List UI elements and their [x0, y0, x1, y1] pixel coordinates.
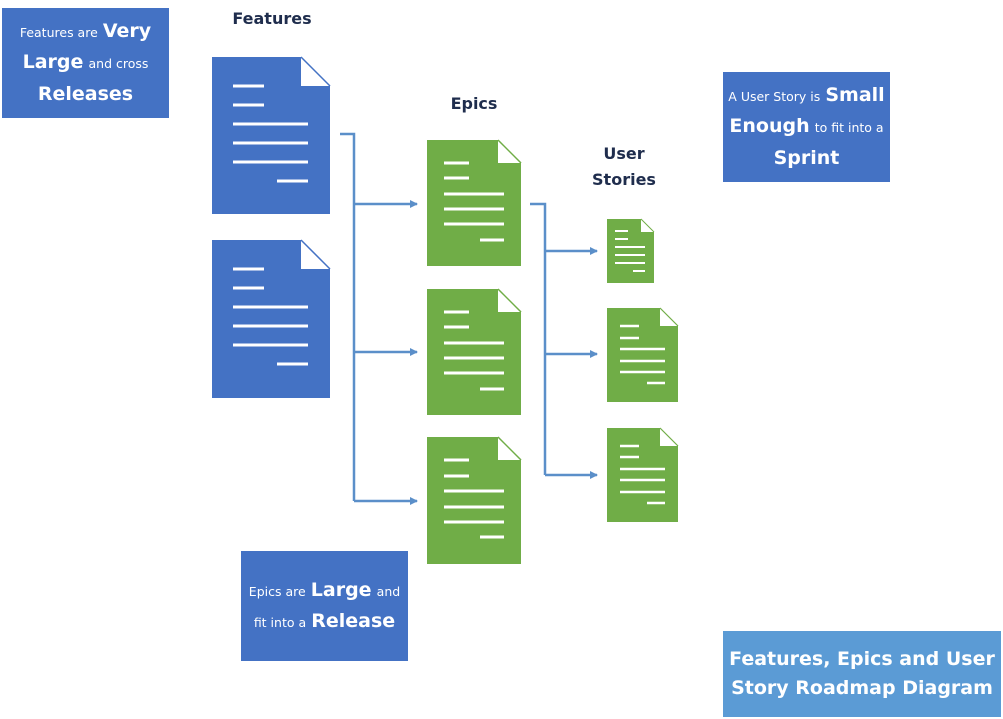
user-story-document-3	[607, 427, 679, 522]
user-story-document-2	[607, 307, 679, 402]
epic-document-3	[427, 436, 522, 564]
feature-document-2	[212, 239, 331, 398]
epics-header: Epics	[450, 94, 498, 113]
diagram-title: Features, Epics and User Story Roadmap D…	[723, 631, 1001, 717]
epic-to-story-connectors	[530, 202, 598, 479]
feature-document-1	[212, 56, 331, 214]
user-story-note: A User Story is Small Enough to fit into…	[723, 72, 890, 182]
feature-to-epic-connectors	[340, 132, 418, 505]
epic-document-1	[427, 139, 522, 266]
epics-note: Epics are Large and fit into a Release	[241, 551, 408, 661]
user-stories-header: User Stories	[592, 144, 656, 189]
epic-document-2	[427, 288, 522, 415]
user-story-document-1	[607, 218, 655, 283]
features-header: Features	[232, 9, 312, 28]
features-note: Features are Very Large and cross Releas…	[2, 8, 169, 118]
